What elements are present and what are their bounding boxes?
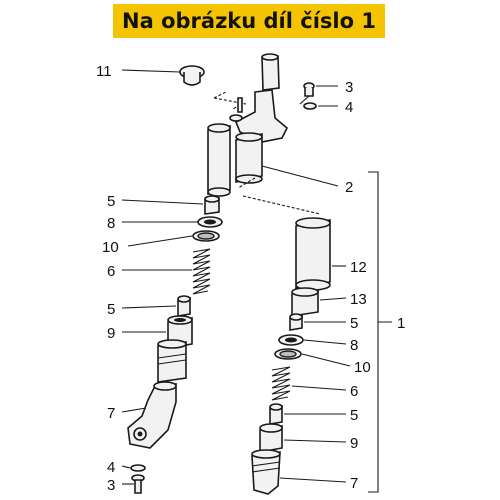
part-5-bushing-b (177, 295, 191, 317)
callout-6-a: 6 (107, 263, 115, 280)
callout-labels: 11 3 4 2 5 8 10 6 5 9 7 4 3 12 13 5 8 10… (96, 63, 405, 494)
part-13-bushing (291, 287, 319, 317)
callout-12: 12 (350, 259, 367, 276)
callout-1: 1 (397, 315, 405, 332)
part-9-sleeve-a (167, 315, 193, 349)
bracket-part-1 (368, 171, 392, 493)
part-11-cap (179, 65, 205, 86)
callout-6-b: 6 (350, 383, 358, 400)
part-8-seal-b (278, 334, 304, 346)
part-6-spring-b (271, 366, 291, 401)
callout-4-top: 4 (345, 99, 353, 116)
part-lower-slider-a (157, 339, 187, 383)
callout-11: 11 (96, 63, 112, 80)
part-lower-slider-b (251, 449, 281, 495)
part-12-tube (295, 217, 331, 291)
callout-8-a: 8 (107, 215, 115, 232)
part-2-upper-tube (235, 132, 263, 184)
part-10-ring-a (192, 230, 220, 242)
title-banner: Na obrázku díl číslo 1 (113, 4, 385, 38)
part-5-bushing-a (204, 195, 220, 215)
part-7-fork-leg-a (127, 381, 177, 449)
callout-5-b: 5 (107, 301, 115, 318)
callout-9-b: 9 (350, 435, 358, 452)
part-5-bushing-c (289, 313, 303, 331)
callout-4-bottom: 4 (107, 459, 115, 476)
part-4-washer-bottom (130, 464, 146, 472)
part-8-seal-a (197, 216, 223, 228)
part-10-ring-b (274, 348, 302, 360)
title-text: Na obrázku díl číslo 1 (122, 9, 376, 33)
callout-7-a: 7 (107, 405, 115, 422)
callout-10-b: 10 (354, 359, 371, 376)
part-stem-tube (261, 53, 280, 91)
callout-5-d: 5 (350, 407, 358, 424)
leader-lines (121, 69, 351, 485)
callout-3-top: 3 (345, 79, 353, 96)
callout-13: 13 (350, 291, 367, 308)
callout-9-a: 9 (107, 325, 115, 342)
part-6-spring-a (192, 248, 211, 295)
part-4-washer-top (303, 102, 317, 110)
callout-10-a: 10 (102, 239, 119, 256)
callout-2: 2 (345, 179, 353, 196)
part-left-upper-tube (207, 123, 231, 197)
part-small-bolt-left (229, 97, 243, 122)
callout-5-c: 5 (350, 315, 358, 332)
part-9-sleeve-b (259, 423, 283, 453)
part-3-bolt-top (299, 82, 315, 105)
callout-3-bottom: 3 (107, 477, 115, 494)
part-steering-bracket (213, 89, 288, 143)
callout-8-b: 8 (350, 337, 358, 354)
callout-7-b: 7 (350, 475, 358, 492)
callout-5-a: 5 (107, 193, 115, 210)
part-5-bushing-d (269, 403, 283, 425)
part-3-bolt-bottom (131, 474, 145, 494)
